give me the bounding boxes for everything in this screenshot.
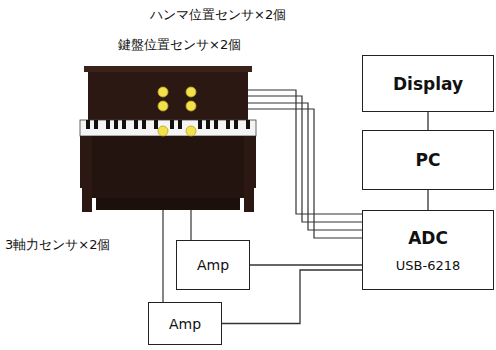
box-title: Display [393,74,463,94]
block-box: Amp [176,240,250,290]
sensor-caption: ハンマ位置センサ×2個 [150,6,286,24]
block-box: PC [362,130,494,190]
block-box: Display [362,55,494,112]
block-box: ADC USB-6218 [362,210,494,290]
box-subtitle: USB-6218 [396,258,460,273]
signal-line [427,190,428,210]
block-box: Amp [148,302,222,345]
sensor-caption: 3軸力センサ×2個 [5,236,110,254]
sensor-caption: 鍵盤位置センサ×2個 [118,36,241,54]
signal-line [427,112,428,130]
box-title: Amp [197,257,229,273]
signal-line [250,264,362,265]
box-title: Amp [169,316,201,332]
box-title: ADC [408,228,448,248]
box-title: PC [416,150,441,170]
